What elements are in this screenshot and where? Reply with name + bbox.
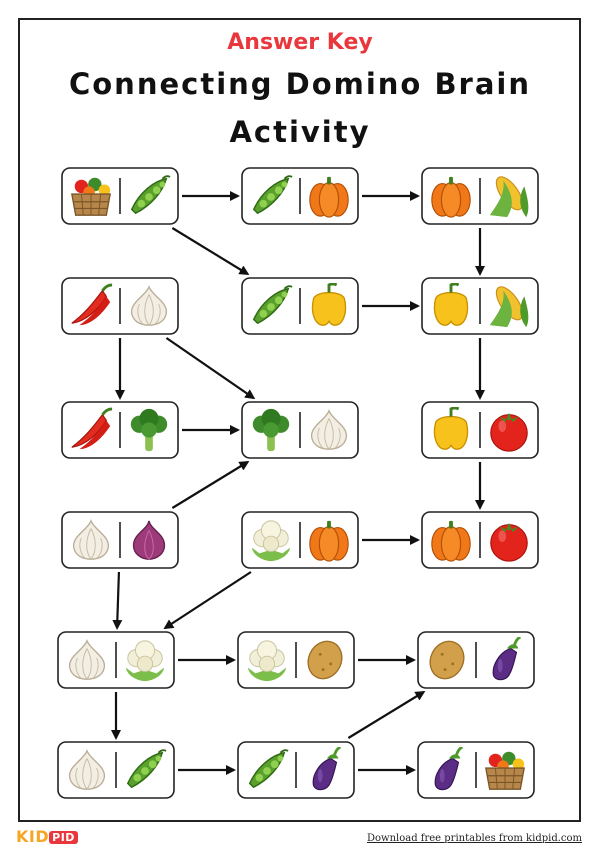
connection-arrow bbox=[163, 571, 252, 630]
domino-tile bbox=[61, 511, 179, 569]
connection-arrow bbox=[171, 460, 250, 509]
connection-arrow bbox=[171, 227, 250, 276]
domino-tile bbox=[61, 401, 179, 459]
domino-tile bbox=[421, 511, 539, 569]
domino-tile bbox=[241, 167, 359, 225]
domino-tile bbox=[237, 631, 355, 689]
page-title: Connecting Domino Brain Activity bbox=[0, 60, 600, 156]
domino-tile bbox=[57, 741, 175, 799]
domino-tile bbox=[421, 401, 539, 459]
domino-tile bbox=[417, 741, 535, 799]
title-line-1: Connecting Domino Brain bbox=[68, 67, 532, 101]
domino-tile bbox=[57, 631, 175, 689]
connection-arrow bbox=[165, 337, 256, 400]
domino-tile bbox=[237, 741, 355, 799]
domino-tiles bbox=[57, 167, 539, 799]
logo-kid-text: KID bbox=[16, 827, 50, 846]
title-line-2: Activity bbox=[229, 115, 371, 149]
domino-tile bbox=[241, 511, 359, 569]
domino-tile bbox=[241, 401, 359, 459]
download-credit-link[interactable]: Download free printables from kidpid.com bbox=[366, 833, 582, 844]
logo-pid-text: PID bbox=[49, 831, 78, 844]
domino-tile bbox=[61, 167, 179, 225]
connection-arrow bbox=[347, 690, 426, 739]
answer-key-heading: Answer Key bbox=[227, 30, 373, 55]
connection-arrows bbox=[111, 191, 485, 775]
domino-tile bbox=[421, 167, 539, 225]
connection-arrow bbox=[112, 571, 123, 630]
domino-tile bbox=[417, 631, 535, 689]
domino-tile bbox=[61, 277, 179, 335]
domino-tile bbox=[241, 277, 359, 335]
domino-tile bbox=[421, 277, 539, 335]
